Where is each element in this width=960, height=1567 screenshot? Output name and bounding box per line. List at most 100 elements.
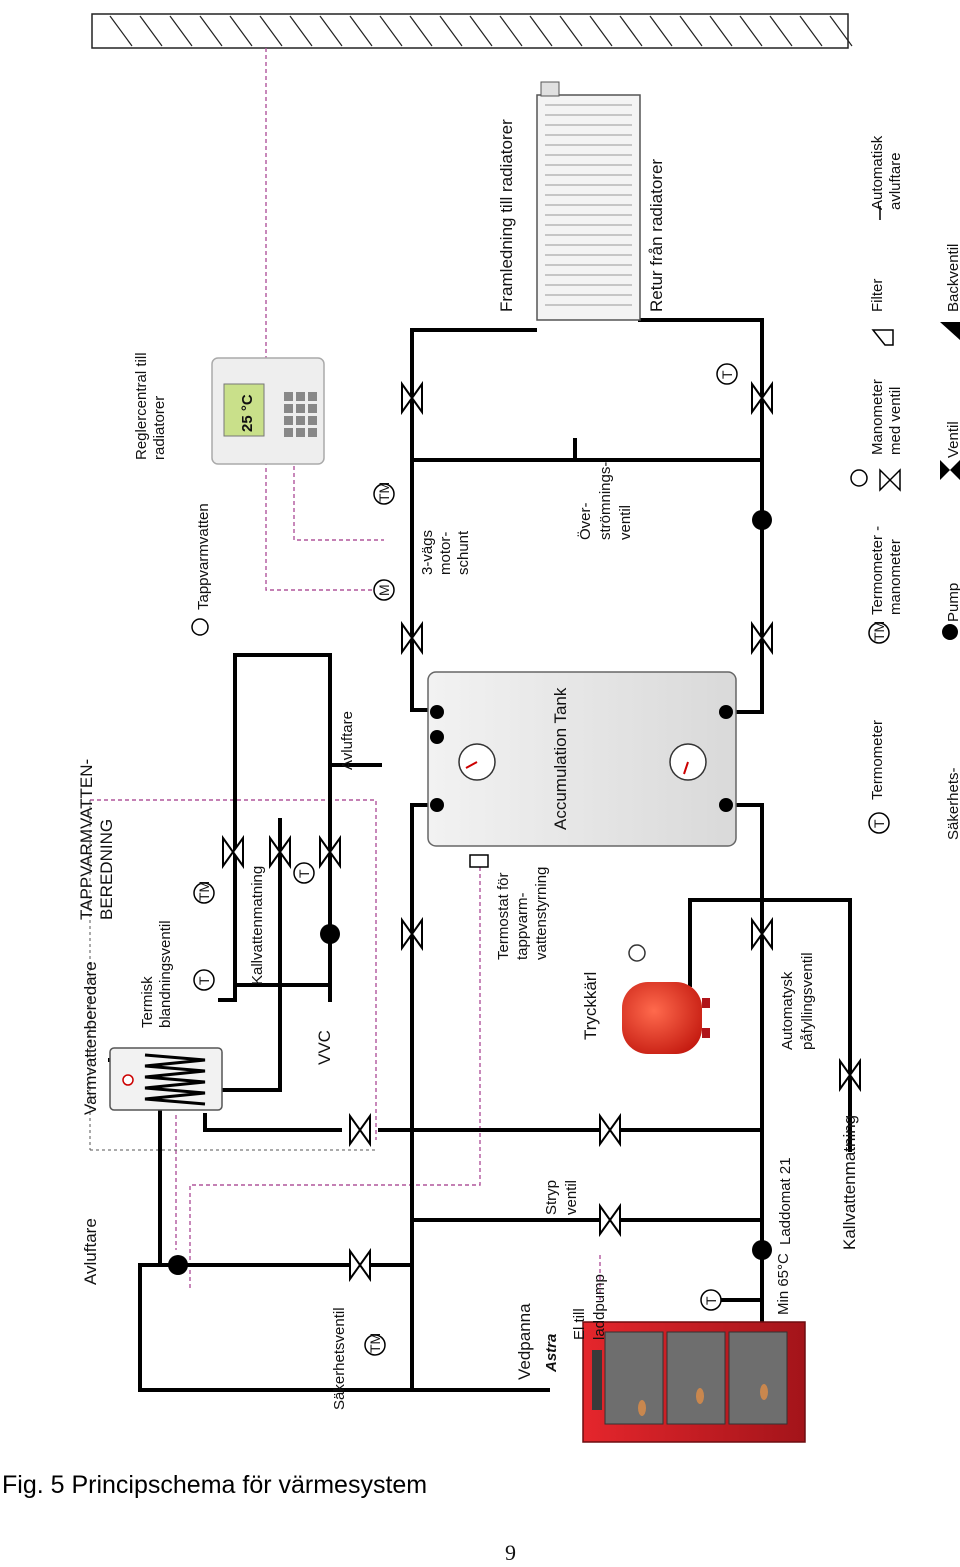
valve [269,834,291,870]
controller-button [308,428,317,437]
label-reglercentral-1: Reglercentral till [133,352,150,460]
label-trevags-2: motor- [437,532,454,575]
controller-button [308,404,317,413]
label-tappvarmvatten-beredning-1: TAPPVARMVATTEN- [77,759,96,920]
symbol-tm-3: TM [367,1333,383,1353]
controller-display: 25 °C [239,394,256,432]
hatch-line [679,15,703,47]
hatch-line [769,15,793,47]
legend-pump: Pump [945,583,960,622]
hatch-line [319,15,343,47]
hatch-line [739,15,763,47]
label-retur: Retur från radiatorer [647,159,666,312]
controller-button [296,404,305,413]
valve [349,1112,371,1148]
hatch-line [709,15,733,47]
controller-button [308,392,317,401]
label-tryckkarl: Tryckkärl [581,972,600,1040]
controller-button [308,416,317,425]
label-overstromning-2: strömnings- [597,462,614,540]
control-wiring [89,48,601,1300]
valve [839,1057,861,1093]
valves [222,380,861,1283]
pipework [108,318,852,1392]
legend-filter: Filter [869,279,886,312]
wall-hatch [91,13,849,49]
label-kallvattenmatning-top: Kallvattenmatning [249,866,266,985]
symbol-t-3: T [719,370,735,379]
legend-termometer-manometer-2: manometer [887,539,904,615]
label-stryp-2: ventil [563,1180,580,1215]
labels: Avluftare Varmvattenberedare TAPPVARMVAT… [77,119,859,1410]
legend-termometer-manometer-1: Termometer - [869,526,886,615]
pump [752,510,772,530]
radiator [536,81,641,321]
controller-button [296,416,305,425]
legend-manometer-ventil-1: Manometer [869,379,886,455]
label-stryp-1: Stryp [543,1180,560,1215]
label-min65: Min 65°C [775,1253,792,1315]
hatch-line [259,15,283,47]
hatch-line [559,15,583,47]
valve [401,380,423,416]
label-accumulation-tank: Accumulation Tank [551,687,570,830]
label-overstromning-3: ventil [617,505,634,540]
figure-caption: Fig. 5 Principschema för värmesystem [2,1471,428,1499]
hatch-line [829,15,853,47]
wall-hatch-lines [109,15,853,47]
pump [320,924,340,944]
hatch-line [109,15,133,47]
label-overstromning-1: Över- [576,502,594,540]
hatch-line [799,15,823,47]
water-heater [109,1047,223,1111]
label-laddomat: Laddomat 21 [777,1157,794,1245]
hatch-line [139,15,163,47]
controller-button [284,416,293,425]
symbol-tm-1: TM [196,881,212,901]
label-termostat-1: Termostat för [495,872,512,960]
label-framledning: Framledning till radiatorer [497,119,516,312]
legend: Termometer T Termometer - manometer TM M… [869,135,960,840]
symbol-t-2: T [296,869,312,878]
hatch-line [619,15,643,47]
label-tappvarmvatten: Tappvarmvatten [195,503,212,610]
pump [752,1240,772,1260]
hatch-line [589,15,613,47]
label-reglercentral-2: radiatorer [151,396,168,460]
hatch-line [289,15,313,47]
legend-manometer-ventil-2: med ventil [887,387,904,455]
radiator-controller: 25 °C [211,357,325,465]
heating-system-diagram: 25 °C [77,13,960,1443]
label-termostat-3: vattenstyrning [533,867,550,960]
legend-tm-symbol: TM [871,621,887,641]
expansion-vessel [622,944,710,1054]
hatch-line [439,15,463,47]
page-number: 9 [505,1540,516,1565]
symbol-t-4: T [703,1296,719,1305]
label-automatisk-pafyllning-2: påfyllingsventil [799,952,816,1050]
legend-automatisk-avluftare-2: avluftare [887,152,904,210]
hatch-line [529,15,553,47]
legend-termometer-symbol: T [871,819,887,828]
hatch-line [229,15,253,47]
label-el-laddpump-1: El till [571,1308,588,1340]
valve [751,620,773,656]
hatch-line [469,15,493,47]
valve [222,834,244,870]
label-trevags-1: 3-vägs [419,530,436,575]
label-automatisk-pafyllning-1: Automatysk [779,971,796,1050]
hatch-line [379,15,403,47]
controller-button [284,392,293,401]
legend-termometer: Termometer [869,720,886,800]
valve [599,1112,621,1148]
hatch-line [349,15,373,47]
valve [751,916,773,952]
valve [319,834,341,870]
controller-button [284,428,293,437]
wood-boiler [582,1321,806,1443]
symbol-tm-2: TM [376,482,392,502]
controller-button [296,392,305,401]
label-vedpanna: Vedpanna [515,1303,534,1380]
symbol-m: M [376,584,392,596]
label-varmvattenberedare: Varmvattenberedare [81,961,100,1115]
